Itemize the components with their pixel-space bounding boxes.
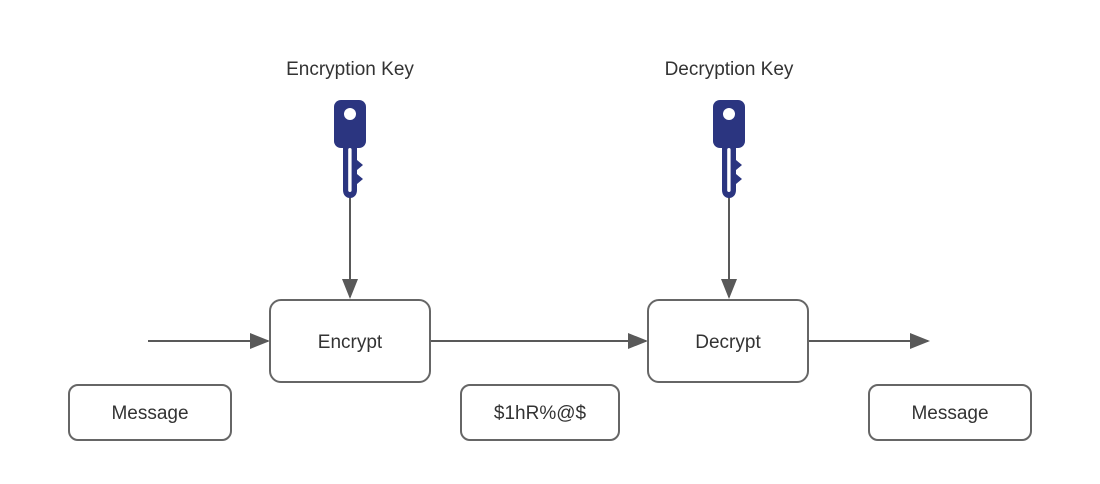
decryption-key-label: Decryption Key xyxy=(665,59,794,80)
ciphertext-box[interactable] xyxy=(460,384,620,441)
plaintext-input-box[interactable] xyxy=(68,384,232,441)
decrypt-node[interactable]: Decrypt xyxy=(647,299,809,383)
plaintext-output-box[interactable] xyxy=(868,384,1032,441)
plaintext-input-label: Message xyxy=(111,403,188,424)
plaintext-output-label: Message xyxy=(911,403,988,424)
key-icon xyxy=(334,100,366,198)
plaintext-output-node[interactable]: Message xyxy=(868,384,1032,441)
ciphertext-label: $1hR%@$ xyxy=(494,403,587,424)
encrypt-node-box[interactable] xyxy=(269,299,431,383)
plaintext-input-node[interactable]: Message xyxy=(68,384,232,441)
encrypt-node-label: Encrypt xyxy=(318,332,383,353)
decrypt-node-label: Decrypt xyxy=(695,332,761,353)
encrypt-node[interactable]: Encrypt xyxy=(269,299,431,383)
ciphertext-node[interactable]: $1hR%@$ xyxy=(460,384,620,441)
decrypt-node-box[interactable] xyxy=(647,299,809,383)
key-icon xyxy=(713,100,745,198)
encryption-key-label: Encryption Key xyxy=(286,59,414,80)
